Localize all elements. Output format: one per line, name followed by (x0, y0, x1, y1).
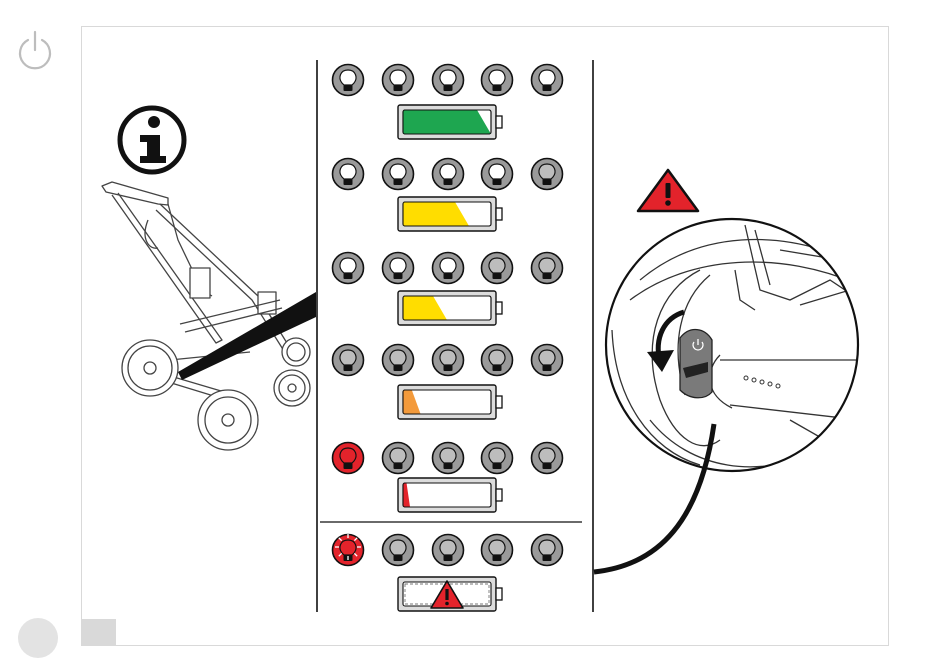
led-bulb-icon (482, 345, 513, 376)
battery-charge-fill (403, 110, 491, 134)
led-bulb-icon (482, 535, 513, 566)
led-bulb-icon (433, 65, 464, 96)
led-bulb-icon (383, 345, 414, 376)
led-bulb-icon (433, 253, 464, 284)
battery-icon (398, 197, 502, 231)
led-bulb-icon (532, 443, 563, 474)
led-bulb-icon (333, 534, 364, 566)
led-bulb-icon (383, 159, 414, 190)
battery-icon (398, 478, 502, 512)
led-bulb-icon (383, 535, 414, 566)
led-bulb-icon (532, 253, 563, 284)
led-bulb-icon (333, 345, 364, 376)
led-bulb-icon (532, 535, 563, 566)
battery-warning-icon (398, 577, 502, 611)
led-bulb-icon (433, 345, 464, 376)
led-bulb-icon (383, 253, 414, 284)
led-bulb-icon (433, 159, 464, 190)
power-icon (20, 32, 50, 68)
battery-icon (398, 105, 502, 139)
led-bulb-icon (482, 159, 513, 190)
battery-icon (398, 291, 502, 325)
page-number-badge (18, 618, 58, 658)
led-bulb-icon (333, 159, 364, 190)
led-bulb-icon (532, 159, 563, 190)
led-bulb-icon (433, 535, 464, 566)
led-bulb-icon (383, 65, 414, 96)
led-bulb-icon (333, 65, 364, 96)
battery-icon (398, 385, 502, 419)
led-bulb-icon (433, 443, 464, 474)
led-bulb-icon (532, 65, 563, 96)
page-tab-marker (82, 619, 116, 645)
led-bulb-icon (333, 253, 364, 284)
led-bulb-icon (333, 443, 364, 474)
led-bulb-icon (482, 253, 513, 284)
power-button-detail (606, 219, 860, 471)
led-bulb-icon (482, 443, 513, 474)
info-icon (120, 108, 184, 172)
led-bulb-icon (482, 65, 513, 96)
led-bulb-icon (383, 443, 414, 474)
led-bulb-icon (532, 345, 563, 376)
